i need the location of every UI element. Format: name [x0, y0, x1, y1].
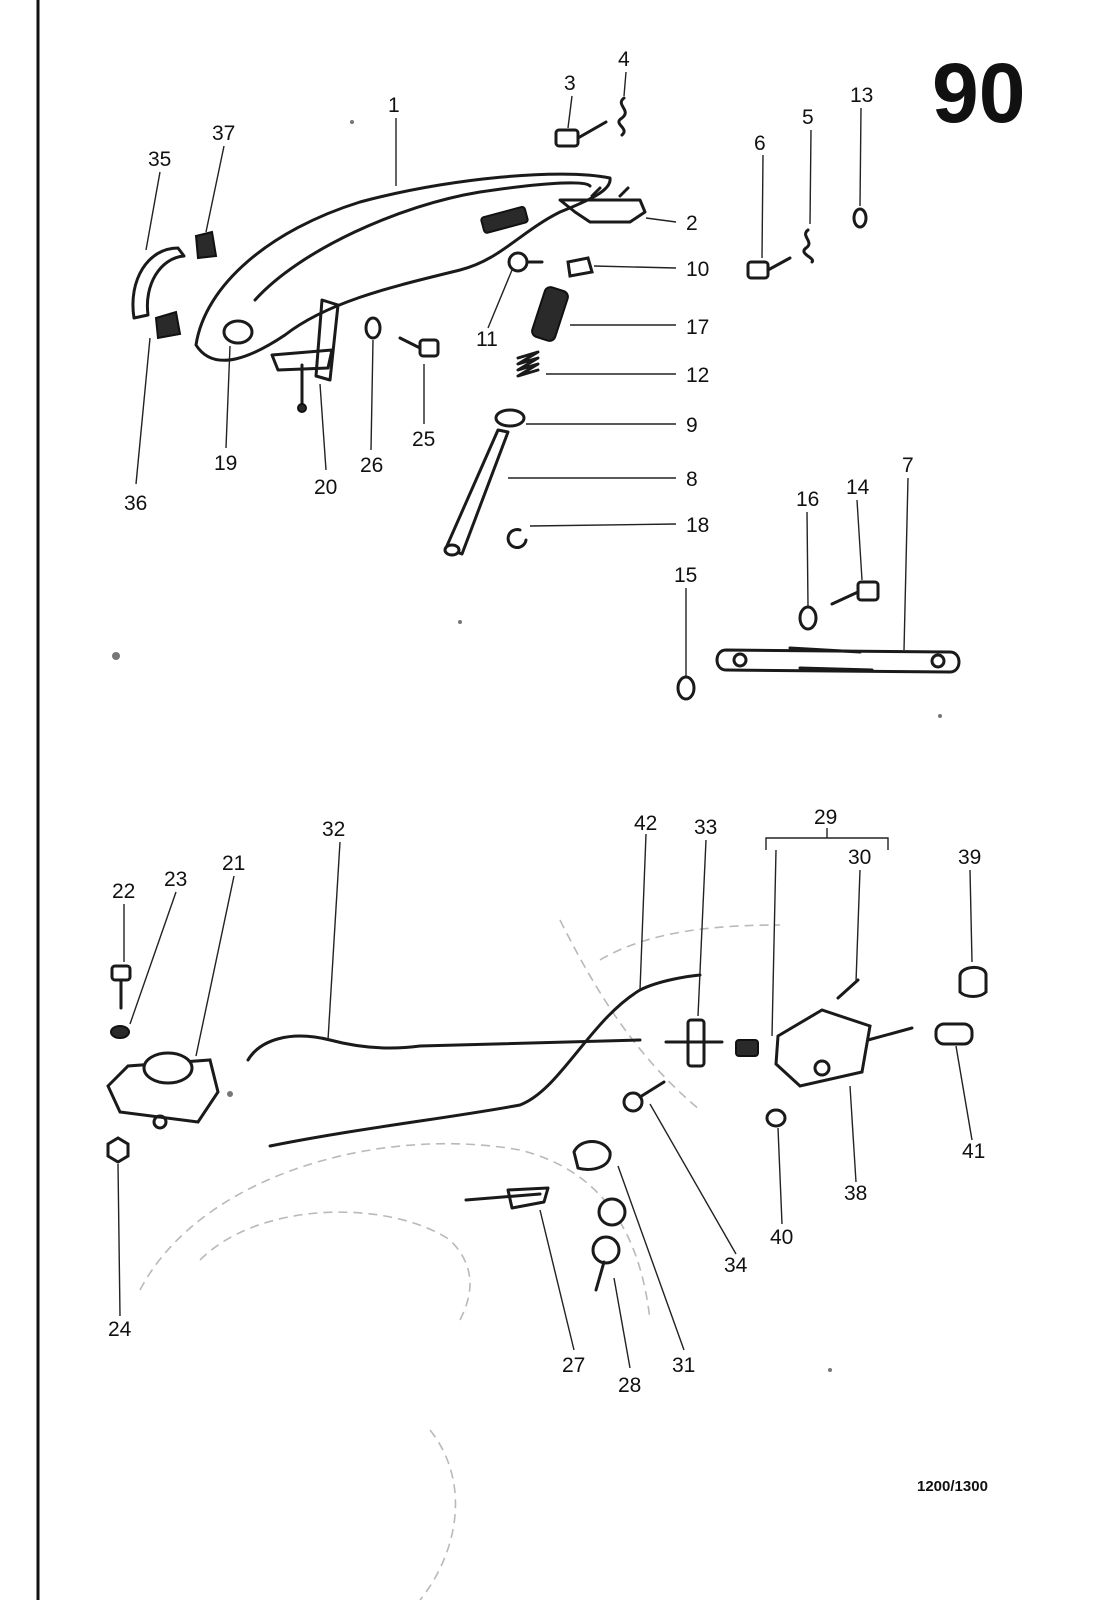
callout-numbers: 1 2 3 4 5 6 7 8 9 10 11 12 13 14 15 16 1…	[108, 48, 985, 1397]
part-30-pin	[836, 978, 860, 1000]
callout-9: 9	[686, 414, 698, 437]
part-13-washer	[852, 207, 868, 229]
callout-1: 1	[388, 94, 400, 117]
callout-40: 40	[770, 1226, 793, 1249]
callout-33: 33	[694, 816, 717, 839]
part-21-release-housing	[106, 1051, 220, 1130]
part-42-cable	[268, 973, 702, 1148]
part-39-cap	[958, 966, 988, 998]
callout-41: 41	[962, 1140, 985, 1163]
part-36-end-cap	[154, 310, 182, 340]
part-17-sleeve	[531, 286, 569, 342]
part-9-ring	[494, 408, 526, 428]
part-27-lock-rod	[464, 1186, 550, 1210]
part-1-hood-handle	[194, 172, 612, 362]
part-15-washer	[676, 675, 696, 701]
callout-39: 39	[958, 846, 981, 869]
part-32-release-cable	[246, 1034, 642, 1062]
callout-19: 19	[214, 452, 237, 475]
callout-10: 10	[686, 258, 709, 281]
callout-11: 11	[476, 328, 498, 351]
callout-20: 20	[314, 476, 337, 499]
part-7-lock-plate	[715, 646, 961, 674]
callout-32: 32	[322, 818, 345, 841]
part-34-screw	[622, 1080, 666, 1113]
part-8-rod	[443, 428, 510, 557]
callout-42: 42	[634, 812, 657, 835]
callout-34: 34	[724, 1254, 748, 1277]
callout-3: 3	[564, 72, 576, 95]
part-3-bolt	[554, 120, 608, 148]
callout-6: 6	[754, 132, 766, 155]
part-29-cable-end	[735, 1039, 759, 1057]
part-38-lock	[774, 1008, 914, 1088]
callout-36: 36	[124, 492, 147, 515]
callout-29: 29	[814, 806, 837, 829]
callout-24: 24	[108, 1318, 132, 1341]
callout-2: 2	[686, 212, 698, 235]
part-41-sleeve	[934, 1022, 974, 1046]
part-33-cable-clamp	[664, 1018, 724, 1068]
part-24-nut	[106, 1136, 130, 1164]
callout-38: 38	[844, 1182, 867, 1205]
part-11-pin	[507, 251, 544, 273]
part-19-grommet	[222, 319, 254, 345]
callout-25: 25	[412, 428, 435, 451]
model-label: 1200/1300	[917, 1478, 988, 1495]
part-4-spring-clip	[617, 96, 627, 137]
leader-lines	[117, 71, 973, 1369]
part-40-grommet	[765, 1108, 787, 1128]
callout-14: 14	[846, 476, 870, 499]
part-23-lock-washer	[110, 1025, 130, 1039]
part-16-washer	[798, 605, 818, 631]
callout-18: 18	[686, 514, 709, 537]
callout-35: 35	[148, 148, 171, 171]
callout-26: 26	[360, 454, 383, 477]
part-5-spring-clip	[802, 228, 815, 264]
callout-5: 5	[802, 106, 814, 129]
callout-23: 23	[164, 868, 187, 891]
part-25-screw	[398, 336, 440, 358]
part-22-bolt	[110, 964, 132, 1010]
callout-22: 22	[112, 880, 135, 903]
part-10-cap	[566, 256, 594, 278]
part-2-hinge-bracket	[558, 186, 647, 224]
callout-13: 13	[850, 84, 873, 107]
part-28-keys	[591, 1197, 627, 1292]
callout-7: 7	[902, 454, 914, 477]
callout-28: 28	[618, 1374, 641, 1397]
callout-15: 15	[674, 564, 697, 587]
callout-21: 21	[222, 852, 245, 875]
callout-30: 30	[848, 846, 871, 869]
part-35-grab-handle	[131, 246, 186, 320]
part-20-latch-bracket	[270, 298, 340, 413]
callout-31: 31	[672, 1354, 695, 1377]
page-number: 90	[932, 46, 1025, 140]
part-14-screw	[830, 580, 880, 606]
callout-4: 4	[618, 48, 630, 71]
callout-16: 16	[796, 488, 819, 511]
part-6-bolt	[746, 256, 792, 280]
part-12-spring	[516, 350, 540, 378]
part-37-end-cap	[194, 230, 218, 260]
part-26-washer	[364, 316, 382, 340]
part-18-clip	[506, 528, 528, 550]
callout-17: 17	[686, 316, 709, 339]
body-outline-ghost	[139, 919, 781, 1600]
callout-12: 12	[686, 364, 709, 387]
part-31-button	[572, 1140, 612, 1171]
callout-8: 8	[686, 468, 698, 491]
callout-37: 37	[212, 122, 235, 145]
print-specks	[112, 120, 942, 1372]
callout-27: 27	[562, 1354, 585, 1377]
